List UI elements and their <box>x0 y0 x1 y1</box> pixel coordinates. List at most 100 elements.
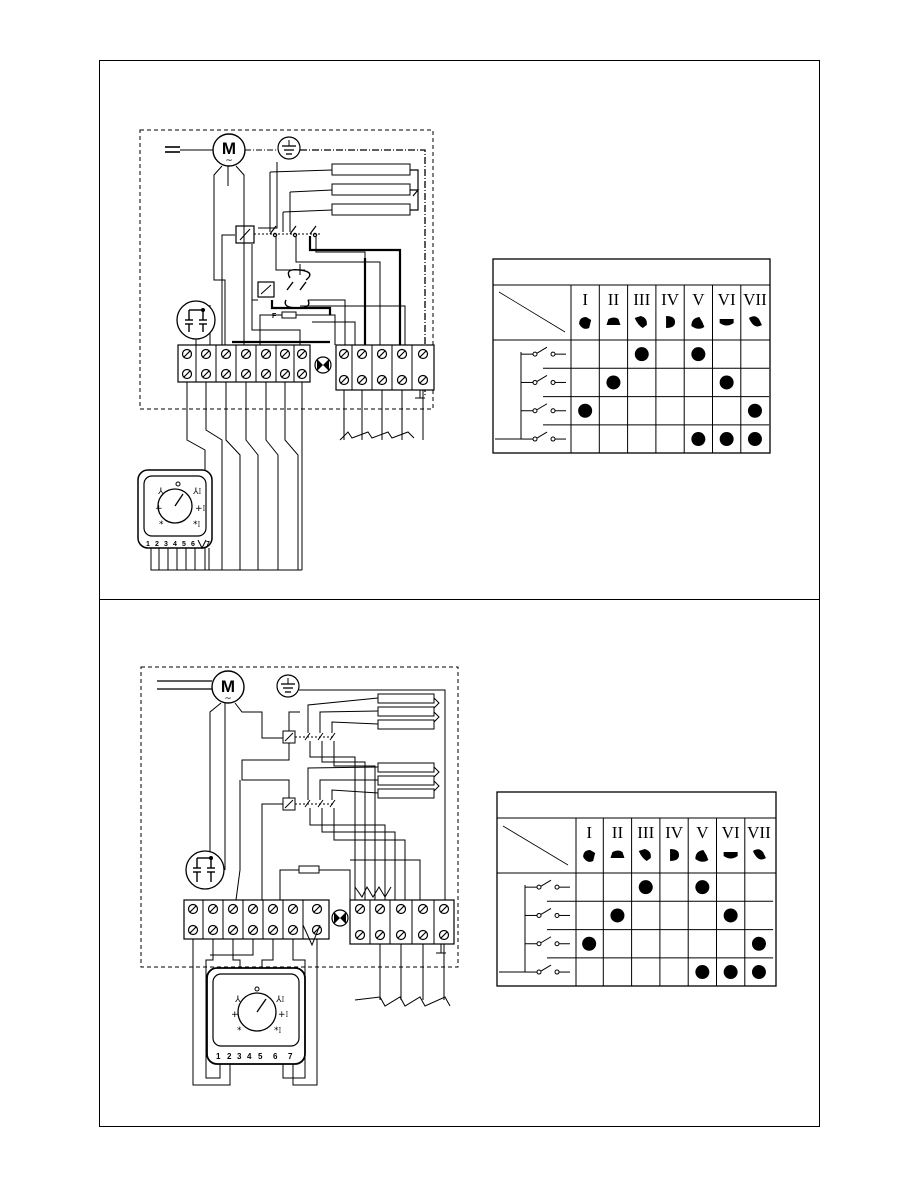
svg-text:3: 3 <box>164 541 168 548</box>
fan-symbol-icon-2: ⅄ <box>234 995 241 1005</box>
plus-symbol-icon-2: + <box>231 1010 239 1020</box>
motor-label-2: M <box>221 677 235 696</box>
svg-text:4: 4 <box>247 1052 252 1061</box>
fuse-label: F <box>272 313 277 320</box>
svg-text:5: 5 <box>182 541 186 548</box>
cam-position-icon-4 <box>670 849 680 861</box>
contact-closed-dot <box>719 375 734 390</box>
earth-icon-2 <box>276 674 300 698</box>
motor-ac-symbol: ~ <box>225 156 233 166</box>
switch-contacts-legend-2 <box>499 879 570 975</box>
fuse-icon <box>281 311 297 319</box>
column-header-2: II <box>612 823 624 842</box>
wiring-diagram-bottom: M ~ <box>140 666 459 1086</box>
contact-closed-dot <box>691 432 706 447</box>
contact-closed-dot <box>606 375 621 390</box>
cam-position-icon-4 <box>666 316 676 328</box>
capacitor-circle-icon-2 <box>185 850 225 890</box>
svg-text:6: 6 <box>191 541 195 548</box>
svg-text:4: 4 <box>173 541 177 548</box>
star-symbol-icon: * <box>159 520 164 530</box>
terminal-block-right-2 <box>349 899 455 945</box>
contact-closed-dot <box>634 347 649 362</box>
svg-text:7: 7 <box>288 1052 293 1061</box>
column-header-3: III <box>637 823 654 842</box>
column-header-1: I <box>582 290 588 309</box>
selector-terminal-labels: 1 2 3 4 5 6 7 <box>146 541 210 548</box>
contact-closed-dot <box>695 965 710 980</box>
fuse-icon-2 <box>298 865 320 874</box>
svg-text:5: 5 <box>258 1052 263 1061</box>
column-header-4: IV <box>661 290 680 309</box>
fan-heat-symbol-icon: ⅄⁞ <box>192 487 201 497</box>
column-header-6: VI <box>718 290 736 309</box>
contact-closed-dot <box>691 347 706 362</box>
selector-terminal-labels-2: 1 2 3 4 5 6 7 <box>216 1052 293 1061</box>
rotary-selector-switch: ⅄ ⅄⁞ + +⁞ * *⁞ 1 2 3 4 5 6 7 <box>137 469 213 570</box>
diagram-panel-bottom <box>99 599 820 1127</box>
svg-text:2: 2 <box>227 1052 232 1061</box>
column-header-5: V <box>696 823 709 842</box>
contact-closed-dot <box>751 965 766 980</box>
star-heat-symbol-icon-2: *⁞ <box>274 1026 281 1036</box>
svg-text:6: 6 <box>273 1052 278 1061</box>
motor-icon-2 <box>211 670 245 704</box>
svg-text:2: 2 <box>155 541 159 548</box>
contact-closed-dot <box>723 908 738 923</box>
contact-closed-dot <box>582 936 597 951</box>
contact-closed-dot <box>719 432 734 447</box>
contact-closed-dot <box>751 936 766 951</box>
table-body-2 <box>582 880 766 980</box>
heating-elements-2a <box>377 693 435 730</box>
enclosure-outline <box>139 129 434 410</box>
motor-ac-symbol-2: ~ <box>224 694 232 704</box>
earth-icon <box>277 136 301 160</box>
column-header-7: VII <box>747 823 771 842</box>
indicator-lamp-icon-2 <box>331 909 349 927</box>
heating-elements-2b <box>377 762 435 799</box>
column-header-2: II <box>608 290 620 309</box>
star-symbol-icon-2: * <box>237 1026 242 1036</box>
svg-text:7: 7 <box>206 541 210 548</box>
wiring-diagram-top: M ~ <box>137 129 435 571</box>
column-header-6: VI <box>722 823 740 842</box>
column-header-5: V <box>692 290 705 309</box>
cam-position-icon-1 <box>583 850 596 862</box>
plus-heat-symbol-icon: +⁞ <box>195 504 205 514</box>
terminal-block-right <box>335 344 435 391</box>
motor-label: M <box>222 139 236 158</box>
cam-position-icon-1 <box>579 317 592 329</box>
plus-symbol-icon: + <box>155 504 163 514</box>
fan-heat-symbol-icon-2: ⅄⁞ <box>275 995 284 1005</box>
contact-closed-dot <box>578 403 593 418</box>
contact-closed-dot <box>638 880 653 895</box>
indicator-lamp-icon <box>314 356 332 374</box>
star-heat-symbol-icon: *⁞ <box>193 520 200 530</box>
capacitor-circle-icon <box>176 300 216 340</box>
svg-text:1: 1 <box>146 541 150 548</box>
contact-closed-dot <box>723 965 738 980</box>
column-header-3: III <box>633 290 650 309</box>
svg-text:1: 1 <box>216 1052 221 1061</box>
cam-position-icon-3 <box>638 849 651 861</box>
contact-closed-dot <box>747 432 762 447</box>
cam-position-icon-6 <box>719 319 734 326</box>
column-header-7: VII <box>743 290 767 309</box>
column-header-1: I <box>586 823 592 842</box>
switch-contacts-legend <box>495 346 566 442</box>
cam-position-icon-2 <box>606 317 621 325</box>
terminal-block-left-2 <box>183 899 330 940</box>
svg-text:3: 3 <box>237 1052 242 1061</box>
cam-position-icon-6 <box>723 852 738 859</box>
heating-elements <box>331 163 411 216</box>
capacitor-icon-2 <box>157 680 212 690</box>
fan-symbol-icon: ⅄ <box>157 487 164 497</box>
table-body <box>578 347 762 447</box>
cam-position-icon-5 <box>691 317 705 329</box>
column-header-4: IV <box>665 823 684 842</box>
contact-closed-dot <box>747 403 762 418</box>
